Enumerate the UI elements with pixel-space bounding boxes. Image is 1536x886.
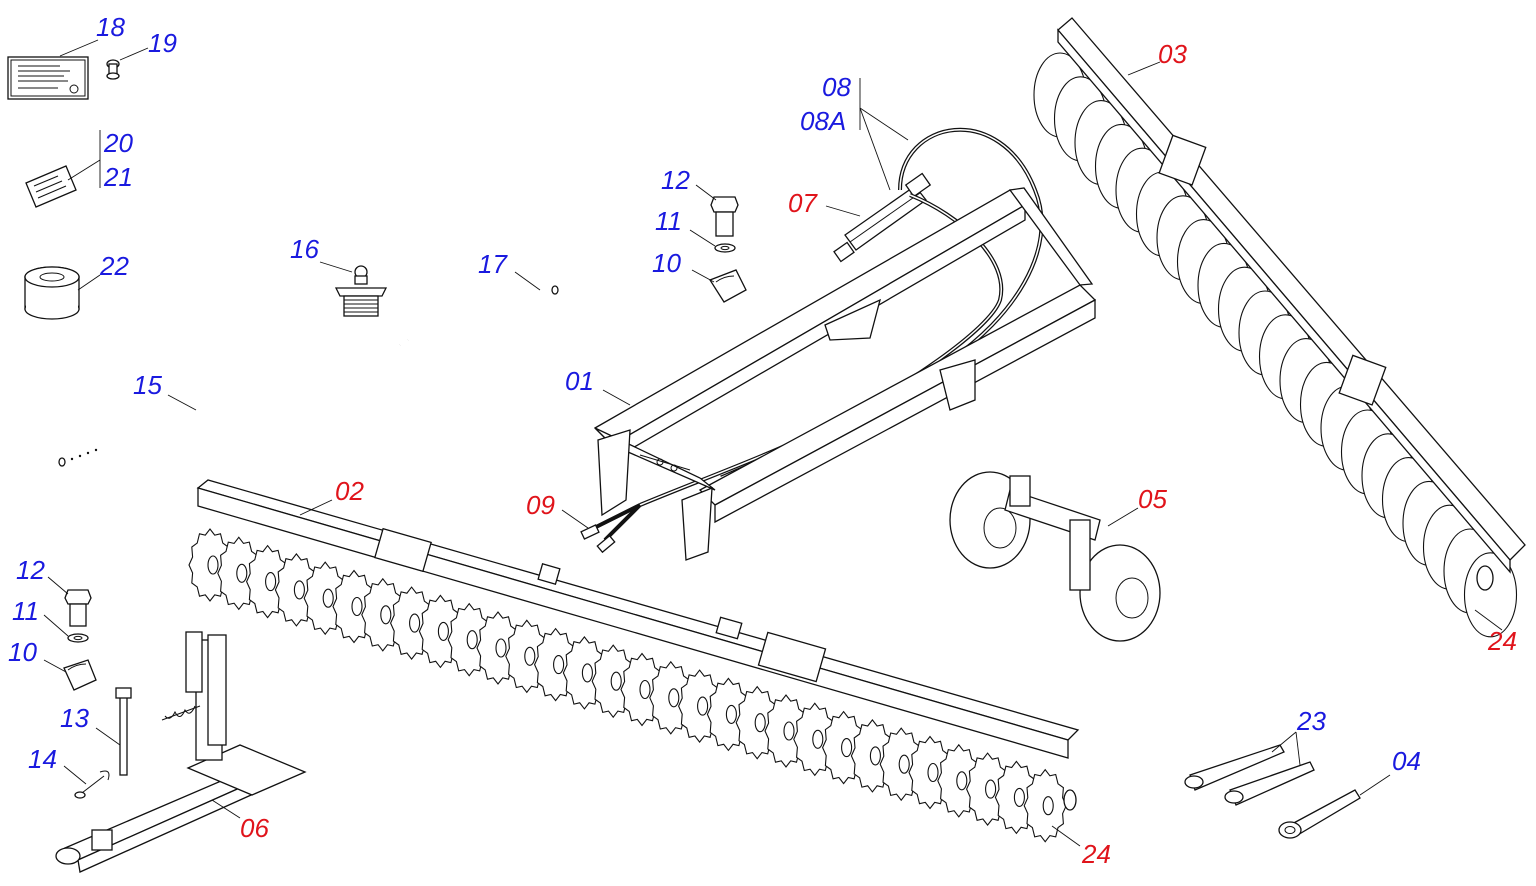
label-23: 23 — [1296, 706, 1326, 736]
part-14-clip — [74, 770, 110, 799]
gang-disc-hub — [985, 779, 997, 799]
gang-disc-hub — [754, 713, 766, 733]
part-06-hitch — [55, 631, 307, 873]
part-05-transport-wheels — [949, 471, 1161, 642]
label-01: 01 — [565, 366, 594, 396]
part-10-clamp-lower — [63, 659, 97, 691]
label-11-upper: 11 — [655, 206, 682, 236]
part-19-rivet — [106, 59, 120, 80]
label-02: 02 — [335, 476, 364, 506]
label-20: 20 — [103, 128, 133, 158]
gang-disc-hub — [437, 621, 449, 641]
label-10-lower: 10 — [8, 637, 37, 667]
label-07: 07 — [788, 188, 818, 218]
gang-disc-hub — [668, 688, 680, 708]
gang-disc-hub — [898, 754, 910, 774]
gang-disc-hub — [1042, 796, 1054, 816]
label-10-upper: 10 — [652, 248, 681, 278]
part-12-bolt-upper — [710, 196, 739, 237]
gang-disc-hub — [524, 646, 536, 666]
label-19: 19 — [148, 28, 177, 58]
label-08A: 08A — [800, 106, 846, 136]
gang-disc-hub — [725, 704, 737, 724]
part-04-wrench — [1278, 789, 1361, 839]
gang-disc-hub — [812, 729, 824, 749]
label-09: 09 — [526, 490, 555, 520]
gang-disc-hub — [1013, 787, 1025, 807]
label-21: 21 — [103, 162, 133, 192]
label-05: 05 — [1138, 484, 1167, 514]
roller-bracket-1 — [1158, 134, 1207, 186]
gang-disc-hub — [322, 588, 334, 608]
gang-disc-hub — [581, 663, 593, 683]
label-22: 22 — [99, 251, 129, 281]
gang-disc-hub — [293, 580, 305, 600]
gang-disc-hub — [956, 771, 968, 791]
part-03-roller-assembly — [1033, 17, 1526, 638]
label-14: 14 — [28, 744, 57, 774]
label-24-roller: 24 — [1487, 626, 1517, 656]
part-22-spacer — [24, 266, 80, 320]
gang-disc-hub — [610, 671, 622, 691]
gang-disc-hub — [639, 679, 651, 700]
gang-disc-hub — [697, 696, 709, 716]
gang-disc-hub — [466, 630, 478, 650]
roller-bracket-2 — [1338, 354, 1387, 406]
label-13: 13 — [60, 703, 89, 733]
part-12-bolt-lower — [64, 589, 92, 627]
label-16: 16 — [290, 234, 319, 264]
label-17: 17 — [478, 249, 508, 279]
part-02-disc-gang — [188, 479, 1080, 843]
gang-disc-hub — [869, 746, 881, 766]
gang-disc-hub — [553, 655, 565, 675]
label-15: 15 — [133, 370, 162, 400]
part-17-rod — [407, 285, 559, 343]
part-13-pin — [115, 687, 132, 776]
part-23-scrapers — [1184, 744, 1315, 806]
part-11-washer-lower — [67, 633, 89, 643]
gang-disc-hub — [236, 563, 248, 583]
part-15-rod — [58, 342, 401, 467]
label-08: 08 — [822, 72, 851, 102]
label-18: 18 — [96, 12, 125, 42]
label-06: 06 — [240, 813, 269, 843]
gang-disc-hub — [409, 613, 421, 633]
label-11-lower: 11 — [12, 596, 39, 626]
gang-disc-hub — [841, 738, 853, 758]
part-10-clamp-upper — [709, 269, 747, 303]
part-20-21-decal — [25, 165, 77, 208]
front-discs — [188, 528, 1067, 843]
label-03: 03 — [1158, 39, 1187, 69]
label-04: 04 — [1392, 746, 1421, 776]
label-12-lower: 12 — [16, 555, 45, 585]
part-01-main-frame — [593, 187, 1097, 561]
part-07-hydraulic-cylinder — [833, 172, 932, 263]
gang-disc-hub — [927, 762, 939, 783]
gang-disc-hub — [207, 555, 219, 575]
callout-labels: 18 19 20 21 22 16 17 15 12 11 10 08 08A … — [8, 12, 1517, 869]
gang-disc-hub — [783, 721, 795, 741]
roller-discs — [1033, 52, 1518, 638]
gang-disc-hub — [265, 572, 277, 592]
part-16-grease-fitting — [334, 265, 388, 317]
part-11-washer-upper — [714, 243, 736, 253]
gang-disc-hub — [351, 596, 363, 617]
label-12-upper: 12 — [661, 165, 690, 195]
part-09-hose-couplers — [580, 503, 642, 554]
part-18-id-plate — [7, 56, 89, 100]
gang-disc-hub — [380, 605, 392, 625]
label-24-gang: 24 — [1081, 839, 1111, 869]
gang-disc-hub — [495, 638, 507, 658]
